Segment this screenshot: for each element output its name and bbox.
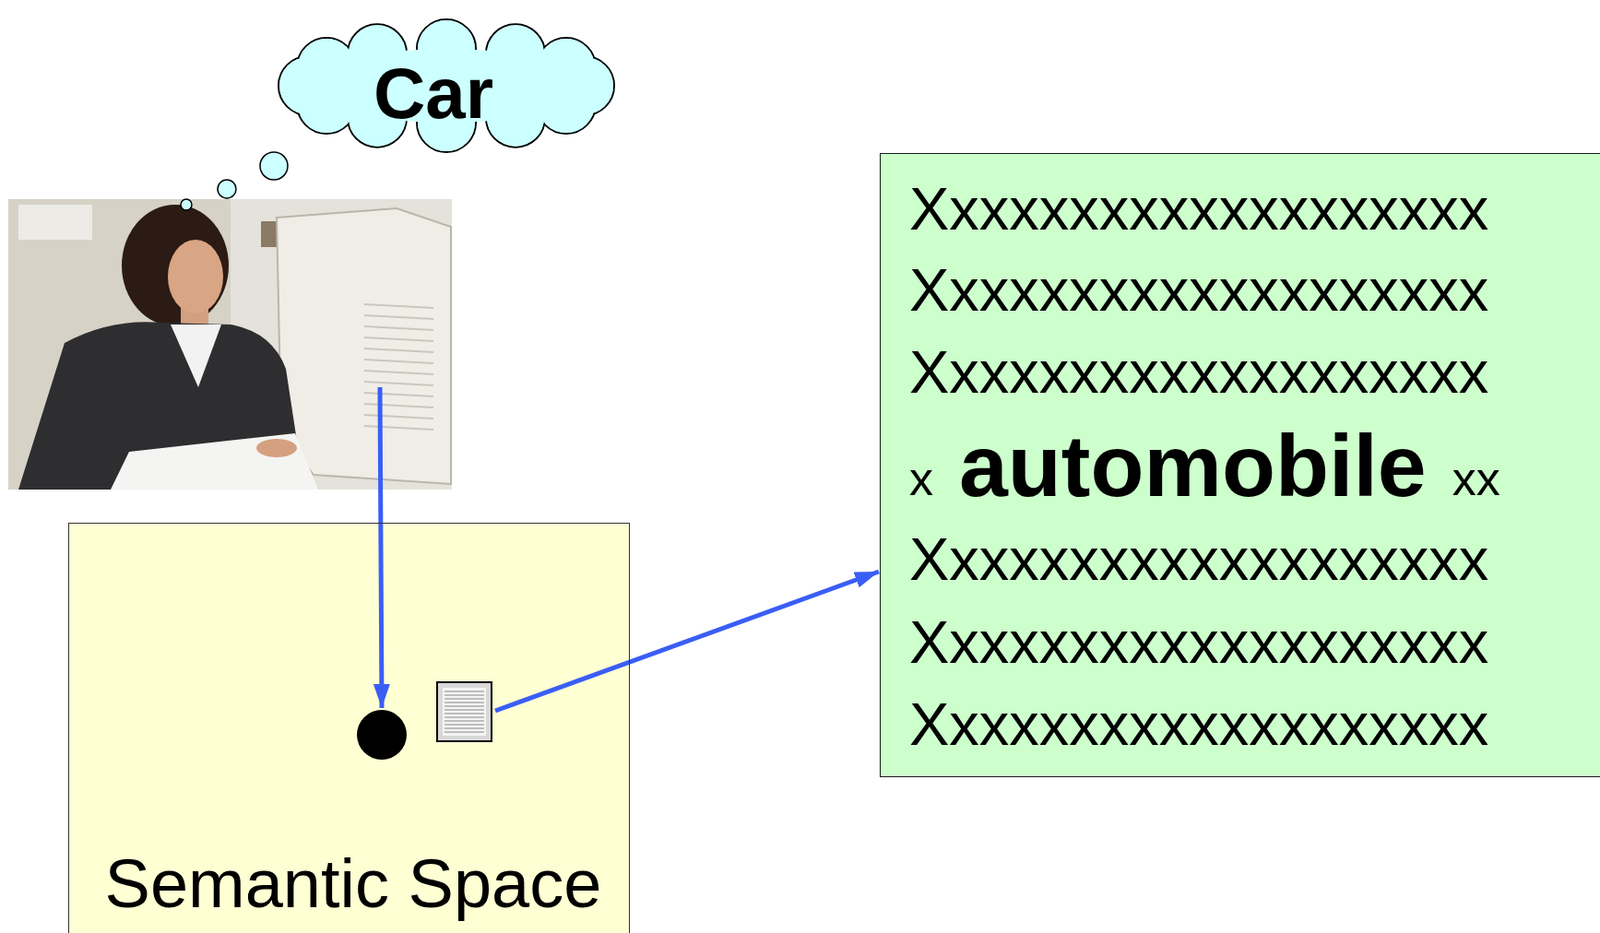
placeholder-text: xx [1452,451,1501,508]
hand [256,438,297,458]
shirt [170,324,222,388]
text-slot: xx [1452,451,1501,508]
placeholder-text: Xxxxxxxxxxxxxxxxxxx [909,175,1489,245]
placeholder-text: Xxxxxxxxxxxxxxxxxxx [909,525,1489,595]
wall-note [18,204,93,240]
text-slot: automobile [959,415,1427,517]
text-slot: x [909,451,934,508]
text-slot: Xxxxxxxxxxxxxxxxxxx [909,338,1489,408]
papers [110,433,319,490]
placeholder-text: Xxxxxxxxxxxxxxxxxxx [909,608,1489,678]
thought-cloud: Car [275,15,617,155]
text-slot: Car [373,52,494,136]
query-point [356,710,407,760]
monitor [276,208,451,485]
thought-bubble [260,152,288,180]
space-label: Semantic Space [105,844,603,924]
thought-word: Car [373,52,494,136]
keyword-text: automobile [959,415,1427,517]
text-slot: Xxxxxxxxxxxxxxxxxxx [909,690,1489,760]
placeholder-text: x [909,451,934,508]
placeholder-text: Xxxxxxxxxxxxxxxxxxx [909,690,1489,760]
document-icon [437,682,492,742]
hair [121,204,229,327]
semantic-space-fill [68,522,630,933]
text-slot: Xxxxxxxxxxxxxxxxxxx [909,525,1489,595]
user-photo [8,199,452,490]
thought-bubble [217,179,237,199]
retrieval-arrow [495,571,879,712]
placeholder-text: Xxxxxxxxxxxxxxxxxxx [909,256,1489,326]
photo-wall [8,199,452,490]
document-panel: XxxxxxxxxxxxxxxxxxxXxxxxxxxxxxxxxxxxxxXx… [879,153,1600,778]
thought-bubble [180,199,192,211]
monitor-screen-lines [364,304,434,430]
text-slot: Xxxxxxxxxxxxxxxxxxx [909,256,1489,326]
text-slot: Xxxxxxxxxxxxxxxxxxx [909,175,1489,245]
semantic-space-box: Semantic Space [68,522,630,933]
text-slot: Xxxxxxxxxxxxxxxxxxx [909,608,1489,678]
face [167,239,224,314]
query-arrow [379,387,382,709]
text-slot: Semantic Space [105,844,603,924]
placeholder-text: Xxxxxxxxxxxxxxxxxxx [909,338,1489,408]
